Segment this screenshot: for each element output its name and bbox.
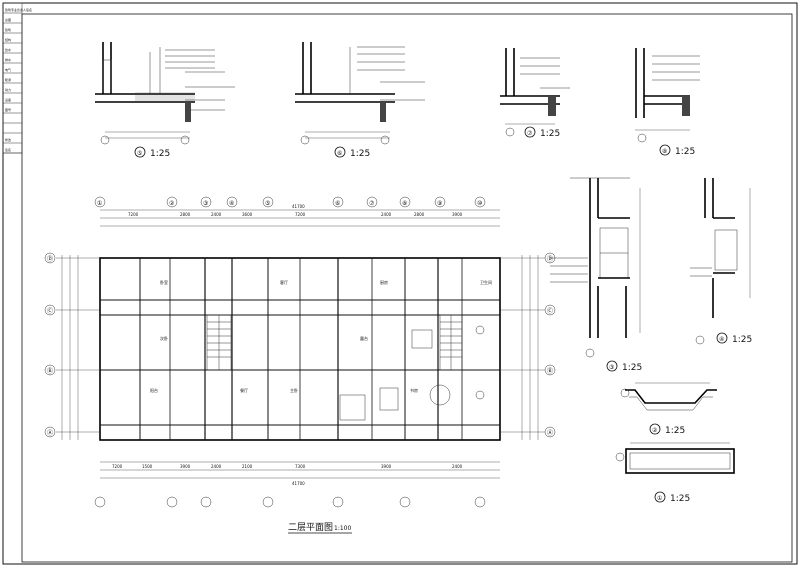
stair-right [439,314,463,371]
room-label: 次卧 [160,335,168,341]
detail-number: ③ [609,364,614,371]
grid-label-top: ③ [203,200,208,207]
grid-label-top: ① [97,200,102,207]
room-label: 卫生间 [480,279,492,285]
detail-5: 1:25 [95,42,235,159]
grid-bubbles-top [94,196,486,208]
detail-7: 1:25 [500,48,570,139]
detail-1: 1:25 [615,442,735,504]
detail-number: ② [652,427,658,434]
grid-bubbles-left [44,252,56,438]
room-label: 露台 [360,335,368,341]
grid-label-top: ⑧ [402,200,407,207]
dim-text-top: 7200 [295,212,306,217]
detail-4-scale: 1:25 [732,335,752,345]
detail-1-scale: 1:25 [670,494,690,504]
dim-text-top: 3900 [452,212,463,217]
dim-text-bottom: 3900 [180,464,191,469]
title-block-row: 动力 [5,87,11,92]
room-label: 厨房 [380,279,388,285]
detail-number: ① [657,495,662,502]
grid-label-top: ④ [229,200,234,207]
grid-bubbles-bottom [94,496,486,508]
plan-scale: 1:100 [334,525,351,532]
title-block-row: 建筑 [5,27,11,32]
title-block-row: 图号 [5,107,11,112]
detail-8-scale: 1:25 [675,147,695,157]
room-label: 阳台 [150,387,158,393]
detail-number: ⑦ [527,130,533,137]
dim-overall: 41700 [292,481,305,486]
grid-label-side: Ⓒ [47,307,53,315]
detail-5-scale: 1:25 [150,149,170,159]
floor-plan: 二层平面图 1:100 ① ② ③ ④ ⑤ ⑥ ⑦ ⑧ ⑨ ⑩ Ⓓ Ⓓ Ⓒ Ⓒ Ⓑ Ⓑ Ⓐ Ⓐ 7200 2800 24… [44,196,556,534]
detail-3: 1:25 [550,177,642,373]
detail-3-scale: 1:25 [622,363,642,373]
dim-text-bottom: 3900 [381,464,392,469]
title-block-row: 结构 [5,37,11,42]
grid-label-top: ② [169,200,175,207]
dim-text-bottom: 2400 [452,464,463,469]
grid-label-top: ⑦ [369,200,375,207]
plan-title: 二层平面图 [288,522,333,533]
grid-label-side: Ⓒ [547,307,553,315]
detail-number: ④ [719,336,724,343]
dim-text-top: 2800 [414,212,425,217]
title-block-row: 给水 [5,47,11,52]
detail-8: 1:25 [635,48,700,157]
room-label: 主卧 [290,387,298,393]
title-block-row: 电气 [5,67,11,72]
dim-text-bottom: 2400 [211,464,222,469]
grid-label-side: Ⓐ [547,429,553,437]
title-block-row: 总图 [5,17,11,22]
dim-text-bottom: 2100 [242,464,253,469]
dim-text-top: 3600 [242,212,253,217]
grid-label-side: Ⓐ [47,429,53,437]
detail-2-scale: 1:25 [665,426,685,436]
dim-text-bottom: 7200 [112,464,123,469]
detail-number: ⑥ [337,150,342,157]
title-block-row: 设备 [5,97,11,102]
stair-left [206,314,232,371]
dim-text-top: 2400 [211,212,222,217]
grid-bubbles-right [544,252,556,438]
dim-text-top: 7200 [128,212,139,217]
grid-label-side: Ⓓ [547,255,553,263]
grid-label-side: Ⓓ [47,255,53,263]
title-block-row: 签名 [5,147,11,152]
room-label: 卧室 [160,279,168,285]
dim-text-top: 2800 [180,212,191,217]
title-block-row: 排水 [5,57,11,62]
detail-2: 1:25 [620,382,717,436]
detail-6: 1:25 [295,42,425,159]
detail-6-scale: 1:25 [350,149,370,159]
title-block-row: 修改 [5,137,11,142]
detail-number: ⑤ [137,150,142,157]
room-label: 餐厅 [240,387,248,393]
grid-label-side: Ⓑ [547,367,553,375]
room-label: 书房 [410,387,418,393]
dim-text-bottom: 1500 [142,464,153,469]
title-block-row: 暖通 [5,77,11,82]
detail-4: 1:25 [690,178,752,345]
grid-label-top: ⑤ [265,200,270,207]
dim-text-top: 2400 [381,212,392,217]
grid-label-top: ⑨ [437,200,442,207]
grid-label-top: ⑥ [335,200,340,207]
title-block-row: 建筑专业负责人签名 [5,7,32,12]
dim-text-bottom: 7300 [295,464,306,469]
room-label: 客厅 [280,279,288,285]
grid-label-top: ⑩ [477,200,482,207]
detail-number: ⑧ [662,148,667,155]
drawing-border [21,13,793,563]
grid-label-side: Ⓑ [47,367,53,375]
detail-7-scale: 1:25 [540,129,560,139]
dim-overall: 41700 [292,204,305,209]
